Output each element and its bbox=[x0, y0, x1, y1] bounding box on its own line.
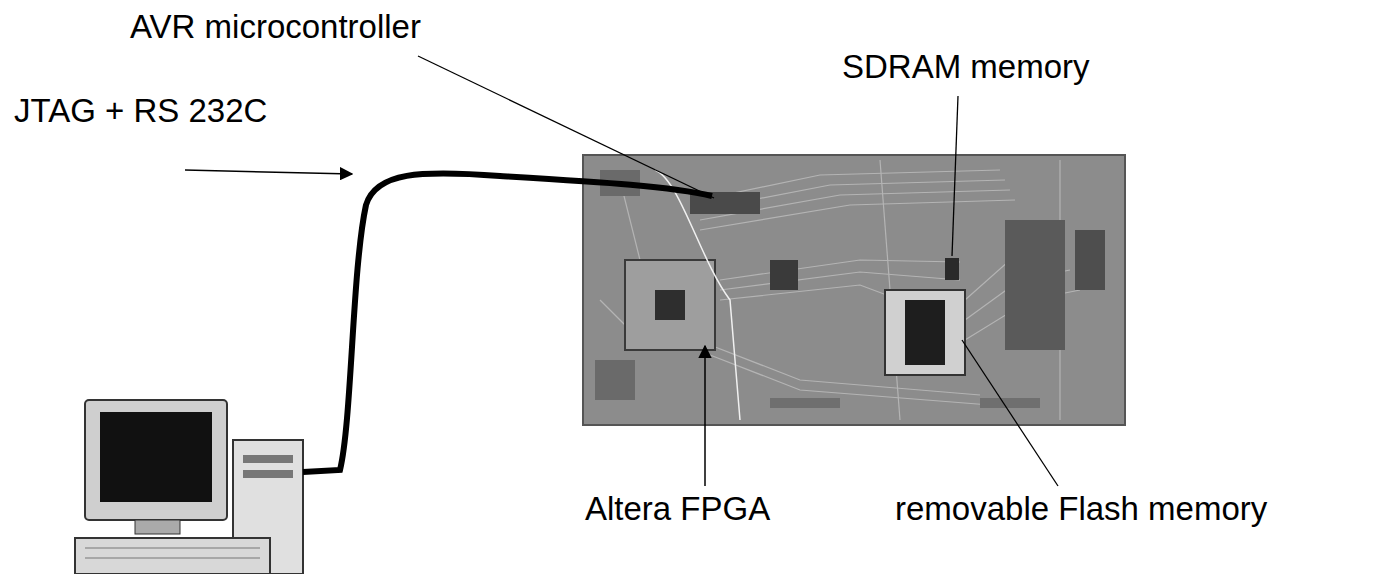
leader-arrow bbox=[185, 170, 352, 174]
cable bbox=[303, 173, 712, 472]
callout-label: AVR microcontroller bbox=[130, 8, 421, 46]
flash-chip bbox=[905, 300, 945, 365]
computer-icon bbox=[75, 400, 303, 574]
circuit-board bbox=[583, 155, 1125, 425]
sdram-chip bbox=[945, 258, 959, 280]
callout-label: SDRAM memory bbox=[842, 48, 1090, 86]
callout-label: removable Flash memory bbox=[895, 490, 1267, 528]
leader-line bbox=[952, 96, 958, 256]
leader-line bbox=[418, 56, 714, 198]
leader-line bbox=[962, 340, 1058, 486]
fpga-chip bbox=[655, 290, 685, 320]
callout-label: Altera FPGA bbox=[585, 490, 770, 528]
callout-label: JTAG + RS 232C bbox=[14, 92, 267, 130]
leader-arrow bbox=[704, 346, 706, 486]
